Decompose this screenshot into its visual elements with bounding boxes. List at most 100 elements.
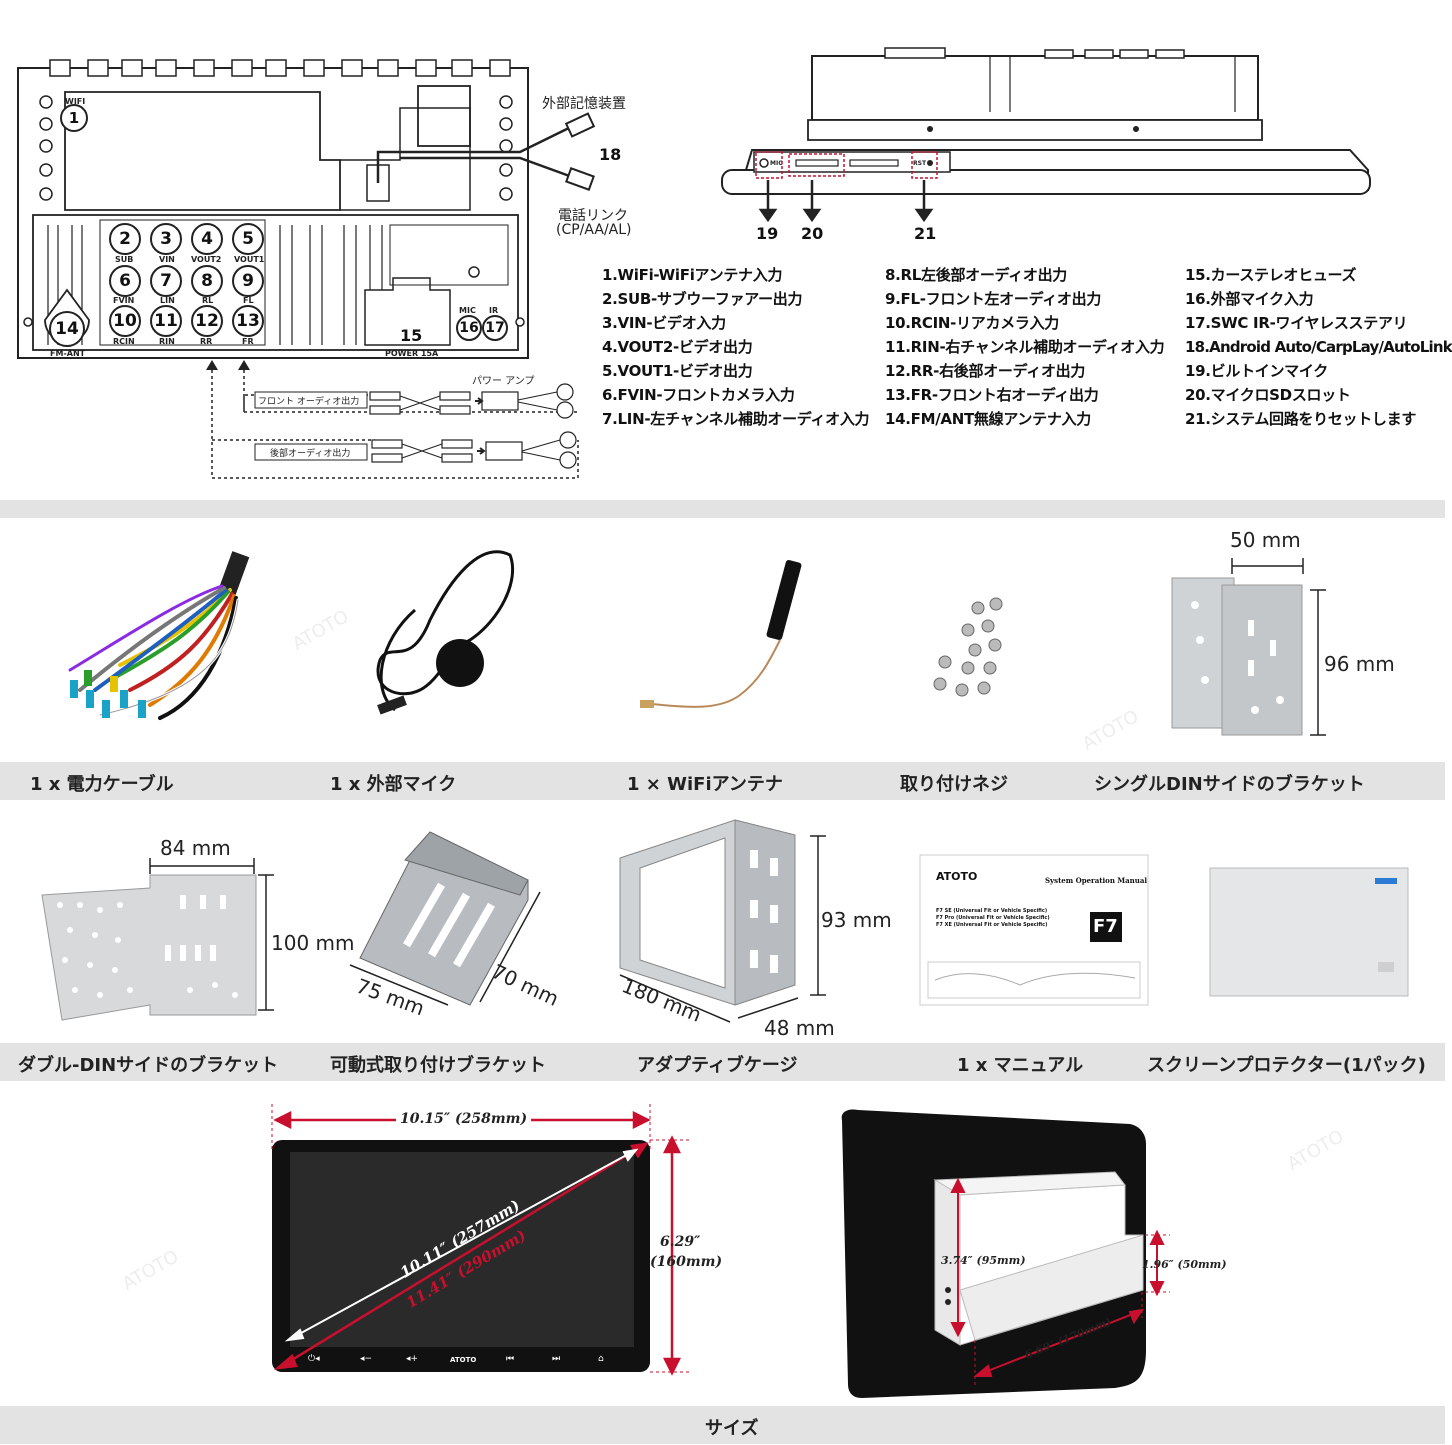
connector-8-label: RL <box>202 296 214 305</box>
legend-item: 6.FVIN-フロントカメラ入力 <box>602 386 795 404</box>
rst-port-label: RST <box>913 160 927 167</box>
power-amp-label: パワー アンプ <box>472 376 535 387</box>
usb-number-18: 18 <box>599 145 622 164</box>
connector-6-label: FVIN <box>113 296 135 305</box>
double-din-bracket-image <box>41 874 257 1021</box>
legend-item: 10.RCIN-リアカメラ入力 <box>885 314 1059 332</box>
screen-brand-label: ATOTO <box>450 1356 477 1364</box>
connector-12: 12 <box>191 305 223 337</box>
connector-4-label: VOUT2 <box>191 255 222 264</box>
double-din-height-label: 100 mm <box>271 931 355 955</box>
connector-1-label: WIFI <box>65 97 86 106</box>
legend-item: 13.FR-フロント右オーディ出力 <box>885 386 1099 404</box>
power-15a-label: POWER 15A <box>385 349 439 358</box>
mounting-screws-image <box>933 597 1003 697</box>
manual-brand: ATOTO <box>936 870 978 883</box>
connector-4: 4 <box>191 223 223 255</box>
connector-14: 14 <box>49 311 85 347</box>
single-din-width-label: 50 mm <box>1230 528 1301 552</box>
connector-2-label: SUB <box>115 255 134 264</box>
accessories-row-1 <box>68 550 1326 736</box>
side-screws <box>23 95 525 327</box>
power-mute-icon[interactable]: ⏻◂ <box>308 1354 320 1364</box>
mic-port-label: MIC <box>770 160 783 167</box>
side-view-diagram <box>721 47 1371 223</box>
caption-power-cable: 1 x 電力ケーブル <box>30 774 174 795</box>
legend-item: 4.VOUT2-ビデオ出力 <box>602 338 753 356</box>
connector-11-label: RIN <box>159 337 175 346</box>
rear-audio-label: 後部オーディオ出力 <box>270 449 351 459</box>
legend-item: 9.FL-フロント左オーディオ出力 <box>885 290 1102 308</box>
size-body-width-label: 1.96″ (50mm) <box>1142 1258 1227 1271</box>
size-body-height-label: 3.74″ (95mm) <box>941 1254 1026 1267</box>
double-din-width-label: 84 mm <box>160 836 231 860</box>
home-icon[interactable]: ⌂ <box>598 1354 604 1364</box>
single-din-height-label: 96 mm <box>1324 652 1395 676</box>
callout-21: 21 <box>914 224 937 243</box>
legend-item: 14.FM/ANT無線アンテナ入力 <box>885 410 1091 428</box>
connector-3-label: VIN <box>159 255 175 264</box>
power-cable-image <box>68 551 250 720</box>
movable-bracket-image <box>359 831 529 1006</box>
external-storage-label: 外部記憶装置 <box>542 96 626 112</box>
legend-item: 11.RIN-右チャンネル補助オーディオ入力 <box>885 338 1165 356</box>
volume-down-icon[interactable]: ◂− <box>360 1354 373 1364</box>
connector-16-label: MIC <box>459 306 476 315</box>
caption-single-din-bracket: シングルDINサイドのブラケット <box>1094 774 1365 795</box>
connector-3: 3 <box>150 223 182 255</box>
legend-item: 8.RL左後部オーディオ出力 <box>885 266 1067 284</box>
top-tabs <box>49 59 511 77</box>
next-track-icon[interactable]: ⏭ <box>552 1354 561 1364</box>
connector-17: 17 <box>482 315 508 341</box>
connector-5-label: VOUT1 <box>234 255 265 264</box>
connector-2: 2 <box>109 223 141 255</box>
caption-external-mic: 1 x 外部マイク <box>330 774 457 795</box>
row1-caption-bar <box>0 762 1445 800</box>
connector-11: 11 <box>150 305 182 337</box>
size-width-label: 10.15″ (258mm) <box>396 1111 532 1127</box>
connector-7: 7 <box>150 265 182 297</box>
legend-column-3: 15.カーステレオヒューズ 16.外部マイク入力 17.SWC IR-ワイヤレス… <box>1185 263 1452 431</box>
mic-head <box>436 639 484 687</box>
legend-item: 12.RR-右後部オーディオ出力 <box>885 362 1086 380</box>
size-height-inch-label: 6.29″ <box>660 1234 701 1250</box>
accessories-row-2 <box>41 819 1409 1023</box>
volume-up-icon[interactable]: ◂+ <box>406 1354 419 1364</box>
caption-double-din-bracket: ダブル-DINサイドのブラケット <box>18 1055 279 1076</box>
single-din-bracket-image <box>1171 577 1303 736</box>
connector-17-label: IR <box>489 306 499 315</box>
connector-12-label: RR <box>200 337 213 346</box>
manual-model: F7 <box>1093 916 1118 937</box>
connector-5: 5 <box>232 223 264 255</box>
caption-adaptive-cage: アダプティブケージ <box>637 1055 798 1076</box>
wiring-diagram <box>17 59 596 479</box>
front-audio-label: フロント オーディオ出力 <box>258 397 360 407</box>
legend-item: 5.VOUT1-ビデオ出力 <box>602 362 753 380</box>
caption-screen-protector: スクリーンプロテクター(1パック) <box>1147 1055 1426 1076</box>
screen-protector-image <box>1209 867 1409 997</box>
connector-9-label: FL <box>243 296 254 305</box>
legend-item: 20.マイクロSDスロット <box>1185 386 1351 404</box>
legend-column-2: 8.RL左後部オーディオ出力 9.FL-フロント左オーディオ出力 10.RCIN… <box>885 263 1165 431</box>
caption-size: サイズ <box>705 1418 759 1439</box>
separator-band <box>0 500 1445 518</box>
legend-item: 1.WiFi-WiFiアンテナ入力 <box>602 266 783 284</box>
legend-item: 21.システム回路をりセットします <box>1185 410 1417 428</box>
cage-width-label: 48 mm <box>764 1016 835 1040</box>
legend-column-1: 1.WiFi-WiFiアンテナ入力 2.SUB-サブウーファアー出力 3.VIN… <box>602 263 870 431</box>
legend-item: 18.Android Auto/CarpLay/AutoLink <box>1185 338 1452 356</box>
wifi-antenna-image <box>766 559 802 641</box>
manual-title: System Operation Manual <box>1045 876 1148 885</box>
caption-wifi-antenna: 1 × WiFiアンテナ <box>627 774 783 795</box>
size-height-mm-label: (160mm) <box>650 1254 723 1270</box>
row2-caption-bar <box>0 1043 1445 1081</box>
cage-height-label: 93 mm <box>821 908 892 932</box>
legend-item: 7.LIN-左チャンネル補助オーディオ入力 <box>602 410 870 428</box>
connector-10: 10 <box>109 305 141 337</box>
previous-track-icon[interactable]: ⏮ <box>506 1354 515 1364</box>
connector-10-label: RCIN <box>113 337 135 346</box>
connector-13: 13 <box>232 305 264 337</box>
legend-item: 15.カーステレオヒューズ <box>1185 266 1357 284</box>
